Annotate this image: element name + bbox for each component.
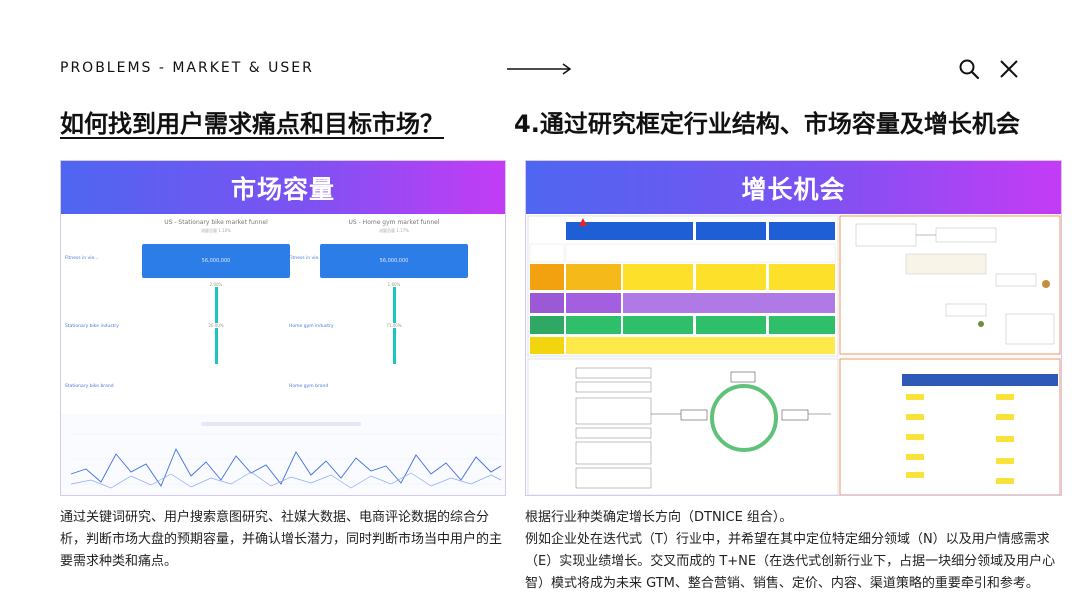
growth-collage-graphic bbox=[526, 214, 1061, 495]
funnel-stem bbox=[392, 328, 396, 364]
close-icon[interactable] bbox=[998, 58, 1020, 80]
funnel-pct: 26.00% bbox=[208, 323, 224, 328]
panel-header: 市场容量 bbox=[61, 161, 505, 214]
funnel-bar-value: 56,000,000 bbox=[379, 258, 409, 264]
funnel-stem bbox=[392, 287, 396, 323]
stage-matrix bbox=[527, 215, 839, 357]
funnel-screenshot: US - Stationary bike market funnel 流量总量 … bbox=[61, 214, 505, 495]
funnel-title: US - Stationary bike market funnel bbox=[164, 219, 268, 226]
right-description-line2: 例如企业处在迭代式（T）行业中，并希望在其中定位特定细分领域（N）以及用户情感需… bbox=[525, 532, 1056, 591]
funnel-stem bbox=[214, 287, 218, 323]
funnel-low-label: Home gym brand bbox=[289, 384, 329, 389]
right-description: 根据行业种类确定增长方向（DTNICE 组合）。 例如企业处在迭代式（T）行业中… bbox=[525, 507, 1073, 595]
funnel-subtitle: 流量总量 1.17% bbox=[379, 228, 409, 233]
growth-opportunity-panel: 增长机会 bbox=[525, 160, 1062, 496]
flow-diagram bbox=[527, 358, 839, 495]
funnel-bar-value: 56,000,000 bbox=[201, 258, 231, 264]
funnel-low-label: Stationary bike brand bbox=[65, 384, 114, 389]
panel-title: 市场容量 bbox=[230, 174, 335, 204]
right-description-line1: 根据行业种类确定增长方向（DTNICE 组合）。 bbox=[525, 510, 793, 525]
left-description: 通过关键词研究、用户搜索意图研究、社媒大数据、电商评论数据的综合分析，判断市场大… bbox=[60, 510, 503, 569]
tree-diagram bbox=[839, 215, 1061, 355]
question-heading: 如何找到用户需求痛点和目标市场？ bbox=[60, 110, 444, 138]
funnel-pct: 71.00% bbox=[386, 323, 402, 328]
funnel-chart: US - Home gym market funnel 流量总量 1.17% 5… bbox=[289, 214, 489, 414]
funnel-subtitle: 流量总量 1.10% bbox=[201, 228, 231, 233]
arrow-right-icon bbox=[507, 63, 572, 75]
funnel-top-bar: 56,000,000 bbox=[142, 244, 290, 278]
panel-title: 增长机会 bbox=[741, 174, 846, 204]
funnel-chart: US - Stationary bike market funnel 流量总量 … bbox=[65, 214, 311, 414]
funnel-pct: 1.60% bbox=[387, 282, 401, 287]
search-icon[interactable] bbox=[958, 58, 980, 80]
funnel-mid-label: Home gym industry bbox=[289, 324, 334, 329]
panel-header: 增长机会 bbox=[526, 161, 1061, 214]
strategy-table bbox=[839, 358, 1061, 495]
trend-lines-graphic bbox=[61, 414, 505, 495]
funnel-stem bbox=[214, 328, 218, 364]
funnel-top-bar: 56,000,000 bbox=[320, 244, 468, 278]
funnel-mid-label: Stationary bike industry bbox=[65, 324, 119, 329]
subtitle-heading: 4.通过研究框定行业结构、市场容量及增长机会 bbox=[514, 110, 1020, 138]
section-label: PROBLEMS - MARKET & USER bbox=[60, 60, 314, 76]
funnel-top-label: Fitness in vie... bbox=[289, 256, 323, 261]
funnel-title: US - Home gym market funnel bbox=[348, 219, 440, 226]
market-size-panel: 市场容量 US - Stationary bike market funnel … bbox=[60, 160, 506, 496]
funnel-top-label: Fitness in vie... bbox=[65, 256, 99, 261]
funnel-pct: 2.00% bbox=[209, 282, 223, 287]
